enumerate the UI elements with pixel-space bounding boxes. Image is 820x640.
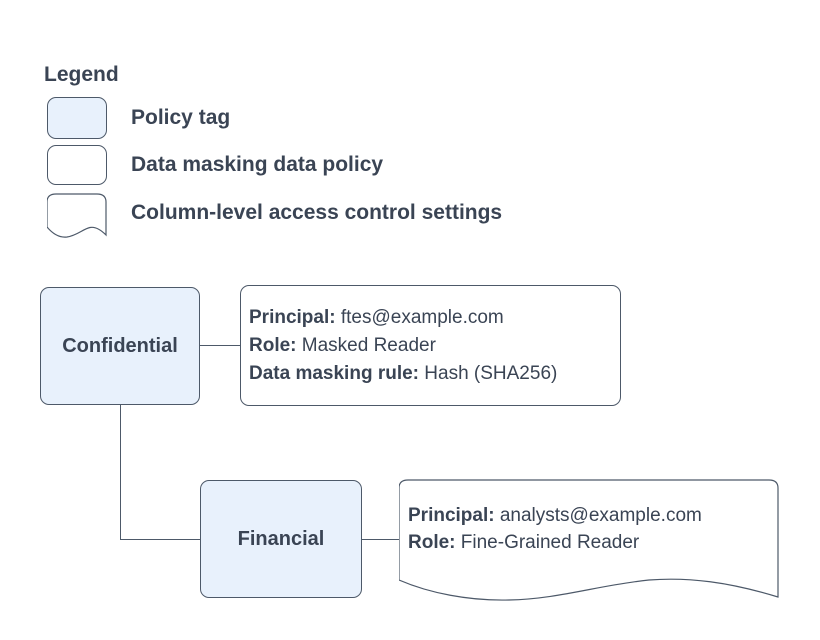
masking-rule-label: Data masking rule: [249,362,419,384]
legend-title: Legend [44,63,119,86]
role-value: Fine-Grained Reader [455,532,640,553]
masking-rule-value: Hash (SHA256) [419,362,558,384]
masking-policy-role-line: Role: Masked Reader [249,332,616,360]
policy-tag-financial-label: Financial [237,527,325,550]
masking-policy-rule-line: Data masking rule: Hash (SHA256) [249,360,616,388]
access-settings-text: Principal: analysts@example.com Role: Fi… [408,502,702,556]
principal-value: analysts@example.com [494,505,702,526]
role-label: Role: [408,532,456,553]
legend-item-column-access-settings: Column-level access control settings [131,201,503,224]
legend-item-policy-tag: Policy tag [131,106,231,129]
connector-financial-to-access-settings [362,539,399,540]
connector-confidential-to-masking-policy [200,345,240,346]
connector-confidential-to-financial [120,405,200,540]
policy-tag-financial: Financial [200,480,362,598]
role-label: Role: [249,334,297,356]
policy-tag-confidential: Confidential [40,287,200,405]
principal-label: Principal: [408,505,495,526]
document-swatch-icon [47,193,107,240]
legend-item-data-masking-policy: Data masking data policy [131,153,384,176]
policy-tag-swatch-icon [47,97,107,139]
access-settings-document [399,479,780,602]
role-value: Masked Reader [296,334,436,356]
data-policy-swatch-icon [47,145,107,185]
access-settings-role-line: Role: Fine-Grained Reader [408,529,702,556]
policy-tag-confidential-label: Confidential [62,334,178,357]
masking-policy-principal-line: Principal: ftes@example.com [249,304,616,332]
principal-label: Principal: [249,306,336,328]
data-masking-policy-box: Principal: ftes@example.com Role: Masked… [240,285,621,406]
access-settings-principal-line: Principal: analysts@example.com [408,502,702,529]
principal-value: ftes@example.com [335,306,504,328]
